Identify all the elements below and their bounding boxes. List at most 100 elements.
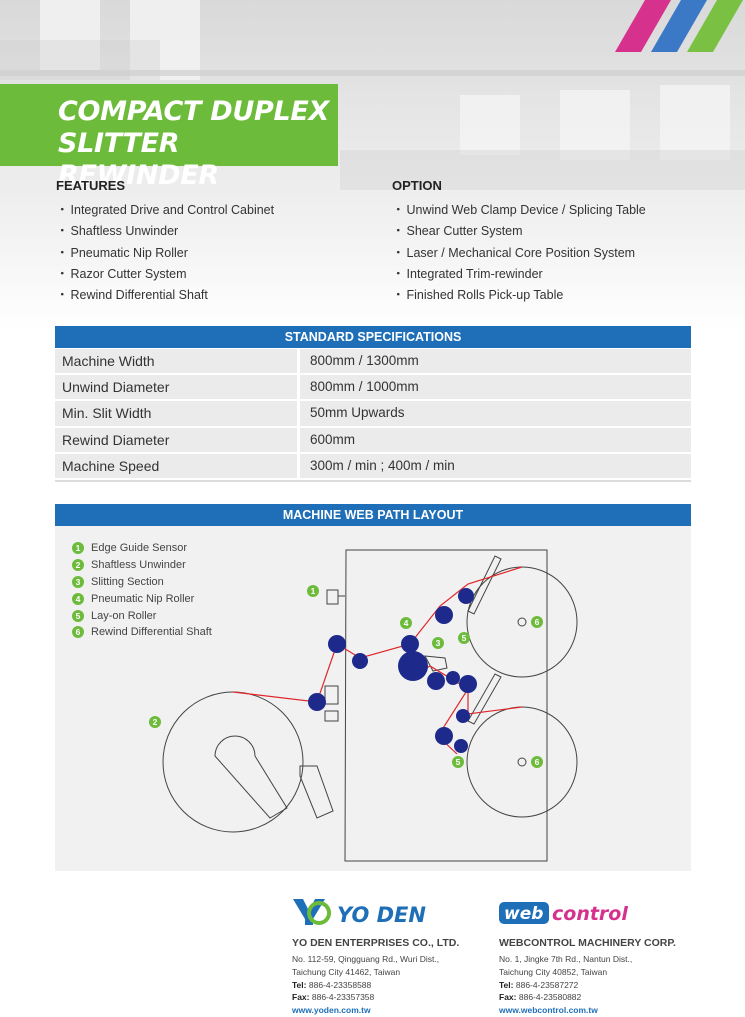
webcontrol-address-line1: No. 1, Jingke 7th Rd., Nantun Dist., bbox=[499, 954, 633, 964]
spec-value: 800mm / 1000mm bbox=[310, 379, 419, 395]
yoden-logo: YO DEN bbox=[293, 899, 426, 927]
callout-number: 6 bbox=[535, 617, 540, 627]
roller bbox=[456, 709, 470, 723]
page-title: COMPACT DUPLEX SLITTER REWINDER bbox=[0, 84, 338, 191]
web-path-diagram: 1 2 3 4 5 5 6 6 bbox=[149, 549, 578, 862]
webcontrol-fax-value: 886-4-23580882 bbox=[518, 992, 582, 1003]
layon-roller bbox=[435, 606, 453, 624]
callout-number: 6 bbox=[535, 757, 540, 767]
legend-label: Shaftless Unwinder bbox=[91, 559, 186, 572]
callout-number: 1 bbox=[311, 586, 316, 596]
table-row: Machine Width 800mm / 1300mm bbox=[55, 349, 691, 376]
webcontrol-logo: web control bbox=[499, 902, 628, 925]
yoden-fax: Fax: 886-4-23357358 bbox=[292, 991, 439, 1004]
webcontrol-fax-label: Fax: bbox=[499, 992, 517, 1003]
spec-value: 300m / min ; 400m / min bbox=[310, 457, 455, 473]
features-item: Rewind Differential Shaft bbox=[56, 285, 274, 306]
features-section: FEATURES Integrated Drive and Control Ca… bbox=[56, 178, 274, 306]
rewind-roll-top bbox=[466, 566, 578, 678]
spec-label: Unwind Diameter bbox=[55, 375, 300, 400]
callout-marker bbox=[307, 585, 319, 597]
callout-number: 4 bbox=[404, 618, 409, 628]
layon-roller bbox=[454, 739, 468, 753]
spec-value: 800mm / 1300mm bbox=[310, 353, 419, 368]
option-item: Shear Cutter System bbox=[392, 221, 646, 242]
webcontrol-company-name: WEBCONTROL MACHINERY CORP. bbox=[499, 937, 676, 949]
option-item: Laser / Mechanical Core Position System bbox=[392, 243, 646, 264]
roller bbox=[459, 675, 477, 693]
table-row: Min. Slit Width 50mm Upwards bbox=[55, 401, 691, 428]
rewind-core-bottom bbox=[517, 757, 527, 767]
layon-arm-top bbox=[467, 555, 502, 615]
features-item: Razor Cutter System bbox=[56, 264, 274, 285]
legend-number: 4 bbox=[72, 592, 84, 605]
layon-arm-bottom bbox=[467, 673, 502, 725]
legend-item: 5 Lay-on Roller bbox=[72, 607, 212, 624]
features-heading: FEATURES bbox=[56, 178, 126, 193]
frame-detail bbox=[324, 710, 339, 722]
specifications-heading: STANDARD SPECIFICATIONS bbox=[55, 326, 691, 348]
legend-label: Edge Guide Sensor bbox=[91, 542, 188, 555]
legend-number: 5 bbox=[72, 609, 84, 622]
features-item: Pneumatic Nip Roller bbox=[56, 243, 274, 264]
page-title-line1: COMPACT DUPLEX bbox=[58, 96, 330, 127]
yoden-logo-text: YO DEN bbox=[337, 903, 426, 927]
webcontrol-logo-web: web bbox=[504, 904, 543, 924]
web-path-line bbox=[232, 566, 523, 755]
slitter-bracket bbox=[424, 655, 448, 672]
spec-label: Min. Slit Width bbox=[55, 401, 300, 426]
page-title-line2: SLITTER REWINDER bbox=[58, 128, 219, 191]
web-path-heading: MACHINE WEB PATH LAYOUT bbox=[55, 504, 691, 526]
callout-marker bbox=[149, 716, 161, 728]
roller bbox=[401, 635, 419, 653]
spec-label: Machine Width bbox=[55, 349, 300, 374]
spec-value: 50mm Upwards bbox=[310, 405, 405, 421]
yoden-tel-label: Tel: bbox=[292, 979, 307, 990]
web-path-panel bbox=[55, 526, 691, 871]
roller bbox=[446, 671, 460, 685]
table-row: Rewind Diameter 600mm bbox=[55, 427, 691, 454]
yoden-address-line1: No. 112-59, Qingguang Rd., Wuri Dist., bbox=[292, 954, 440, 964]
table-row: Machine Speed 300m / min ; 400m / min bbox=[55, 453, 691, 480]
option-item: Integrated Trim-rewinder bbox=[392, 264, 646, 285]
legend-number: 3 bbox=[72, 575, 84, 588]
machine-frame bbox=[344, 549, 548, 862]
features-item: Shaftless Unwinder bbox=[56, 221, 274, 242]
yoden-company-name: YO DEN ENTERPRISES CO., LTD. bbox=[292, 937, 460, 949]
webcontrol-fax: Fax: 886-4-23580882 bbox=[499, 991, 632, 1004]
webcontrol-tel-label: Tel: bbox=[499, 979, 514, 990]
callout-number: 5 bbox=[456, 757, 461, 767]
features-item: Integrated Drive and Control Cabinet bbox=[56, 200, 275, 221]
legend-item: 1 Edge Guide Sensor bbox=[72, 540, 212, 557]
legend-label: Lay-on Roller bbox=[91, 609, 157, 622]
legend-number: 1 bbox=[72, 542, 84, 555]
webcontrol-website-link[interactable]: www.webcontrol.com.tw bbox=[499, 1005, 598, 1016]
table-row: Unwind Diameter 800mm / 1000mm bbox=[55, 375, 691, 402]
spec-label: Rewind Diameter bbox=[55, 427, 300, 452]
legend-item: 2 Shaftless Unwinder bbox=[72, 557, 212, 574]
callout-marker bbox=[400, 617, 412, 629]
legend-number: 2 bbox=[72, 559, 84, 572]
callout-marker bbox=[531, 616, 543, 628]
option-section: OPTION Unwind Web Clamp Device / Splicin… bbox=[392, 178, 646, 306]
webcontrol-tel-value: 886-4-23587272 bbox=[515, 979, 579, 990]
yoden-website-link[interactable]: www.yoden.com.tw bbox=[292, 1005, 371, 1016]
unwind-arm bbox=[214, 735, 288, 819]
yoden-contact: No. 112-59, Qingguang Rd., Wuri Dist., T… bbox=[292, 953, 439, 1017]
webcontrol-tel: Tel: 886-4-23587272 bbox=[499, 979, 632, 992]
rewind-core-top bbox=[517, 617, 527, 627]
webcontrol-logo-control: control bbox=[552, 903, 628, 925]
legend-item: 4 Pneumatic Nip Roller bbox=[72, 590, 212, 607]
legend-label: Pneumatic Nip Roller bbox=[91, 592, 195, 605]
nip-roller bbox=[398, 651, 428, 681]
legend-label: Rewind Differential Shaft bbox=[91, 626, 212, 639]
spec-value: 600mm bbox=[310, 431, 356, 447]
unwind-bracket bbox=[299, 765, 334, 819]
roller bbox=[352, 653, 368, 669]
roller bbox=[308, 693, 326, 711]
spec-label: Machine Speed bbox=[55, 453, 300, 478]
callout-marker bbox=[452, 756, 464, 768]
roller bbox=[427, 672, 445, 690]
option-item: Unwind Web Clamp Device / Splicing Table bbox=[392, 200, 646, 221]
